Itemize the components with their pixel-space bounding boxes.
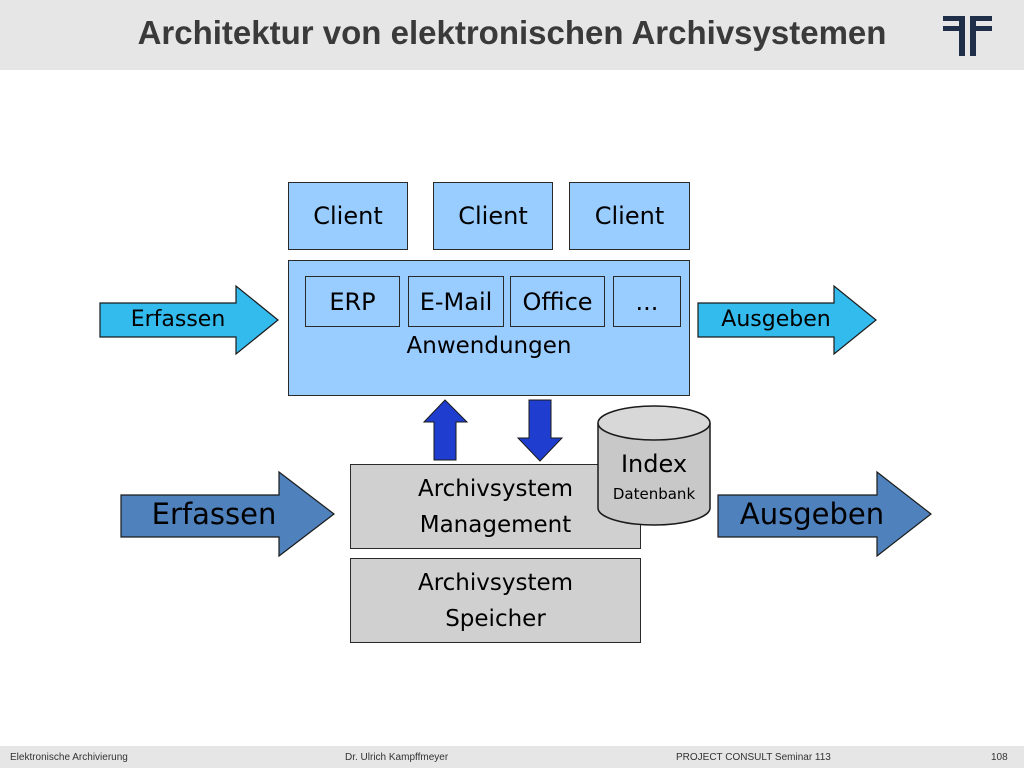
page-title: Architektur von elektronischen Archivsys… — [137, 14, 887, 51]
footer-bar: Elektronische Archivierung Dr. Ulrich Ka… — [0, 746, 1024, 768]
down-arrow-icon — [516, 399, 564, 462]
app-item-office: Office — [510, 276, 605, 327]
archive-storage-line1: Archivsystem — [417, 569, 574, 596]
app-item-email: E-Mail — [408, 276, 504, 327]
footer-center: Dr. Ulrich Kampffmeyer — [345, 752, 449, 763]
title-bar: Architektur von elektronischen Archivsys… — [0, 0, 1024, 70]
client-box-2: Client — [433, 182, 553, 250]
app-item-label: Office — [522, 287, 593, 316]
applications-label: Anwendungen — [406, 333, 572, 359]
app-item-label: ERP — [329, 287, 376, 316]
capture-label-bottom: Erfassen — [151, 497, 277, 531]
database-cylinder-icon — [597, 405, 711, 526]
output-label-top: Ausgeben — [721, 307, 831, 332]
output-label-bottom: Ausgeben — [739, 497, 885, 531]
client-box-1: Client — [288, 182, 408, 250]
footer-right: PROJECT CONSULT Seminar 113 — [676, 752, 831, 763]
capture-label-top: Erfassen — [130, 307, 226, 332]
client-label: Client — [313, 202, 383, 230]
archive-management-box: Archivsystem Management — [350, 464, 641, 549]
capture-arrow-top — [99, 284, 279, 356]
capture-arrow-bottom — [120, 470, 335, 558]
page-number: 108 — [991, 752, 1008, 763]
project-consult-logo-icon — [943, 16, 992, 56]
client-label: Client — [458, 202, 528, 230]
app-item-erp: ERP — [305, 276, 400, 327]
database-label: Datenbank — [612, 485, 696, 503]
client-label: Client — [594, 202, 665, 230]
app-item-label: ... — [635, 287, 659, 316]
output-arrow-top — [697, 284, 877, 356]
archive-storage-line2: Speicher — [445, 605, 546, 632]
output-arrow-bottom — [717, 470, 932, 558]
app-item-label: E-Mail — [419, 287, 493, 316]
index-label: Index — [620, 450, 688, 478]
archive-management-line1: Archivsystem — [417, 475, 574, 502]
archive-storage-box: Archivsystem Speicher — [350, 558, 641, 643]
client-box-3: Client — [569, 182, 690, 250]
archive-management-line2: Management — [419, 511, 572, 538]
footer-left: Elektronische Archivierung — [10, 752, 128, 763]
app-item-more: ... — [613, 276, 681, 327]
up-arrow-icon — [422, 399, 469, 461]
